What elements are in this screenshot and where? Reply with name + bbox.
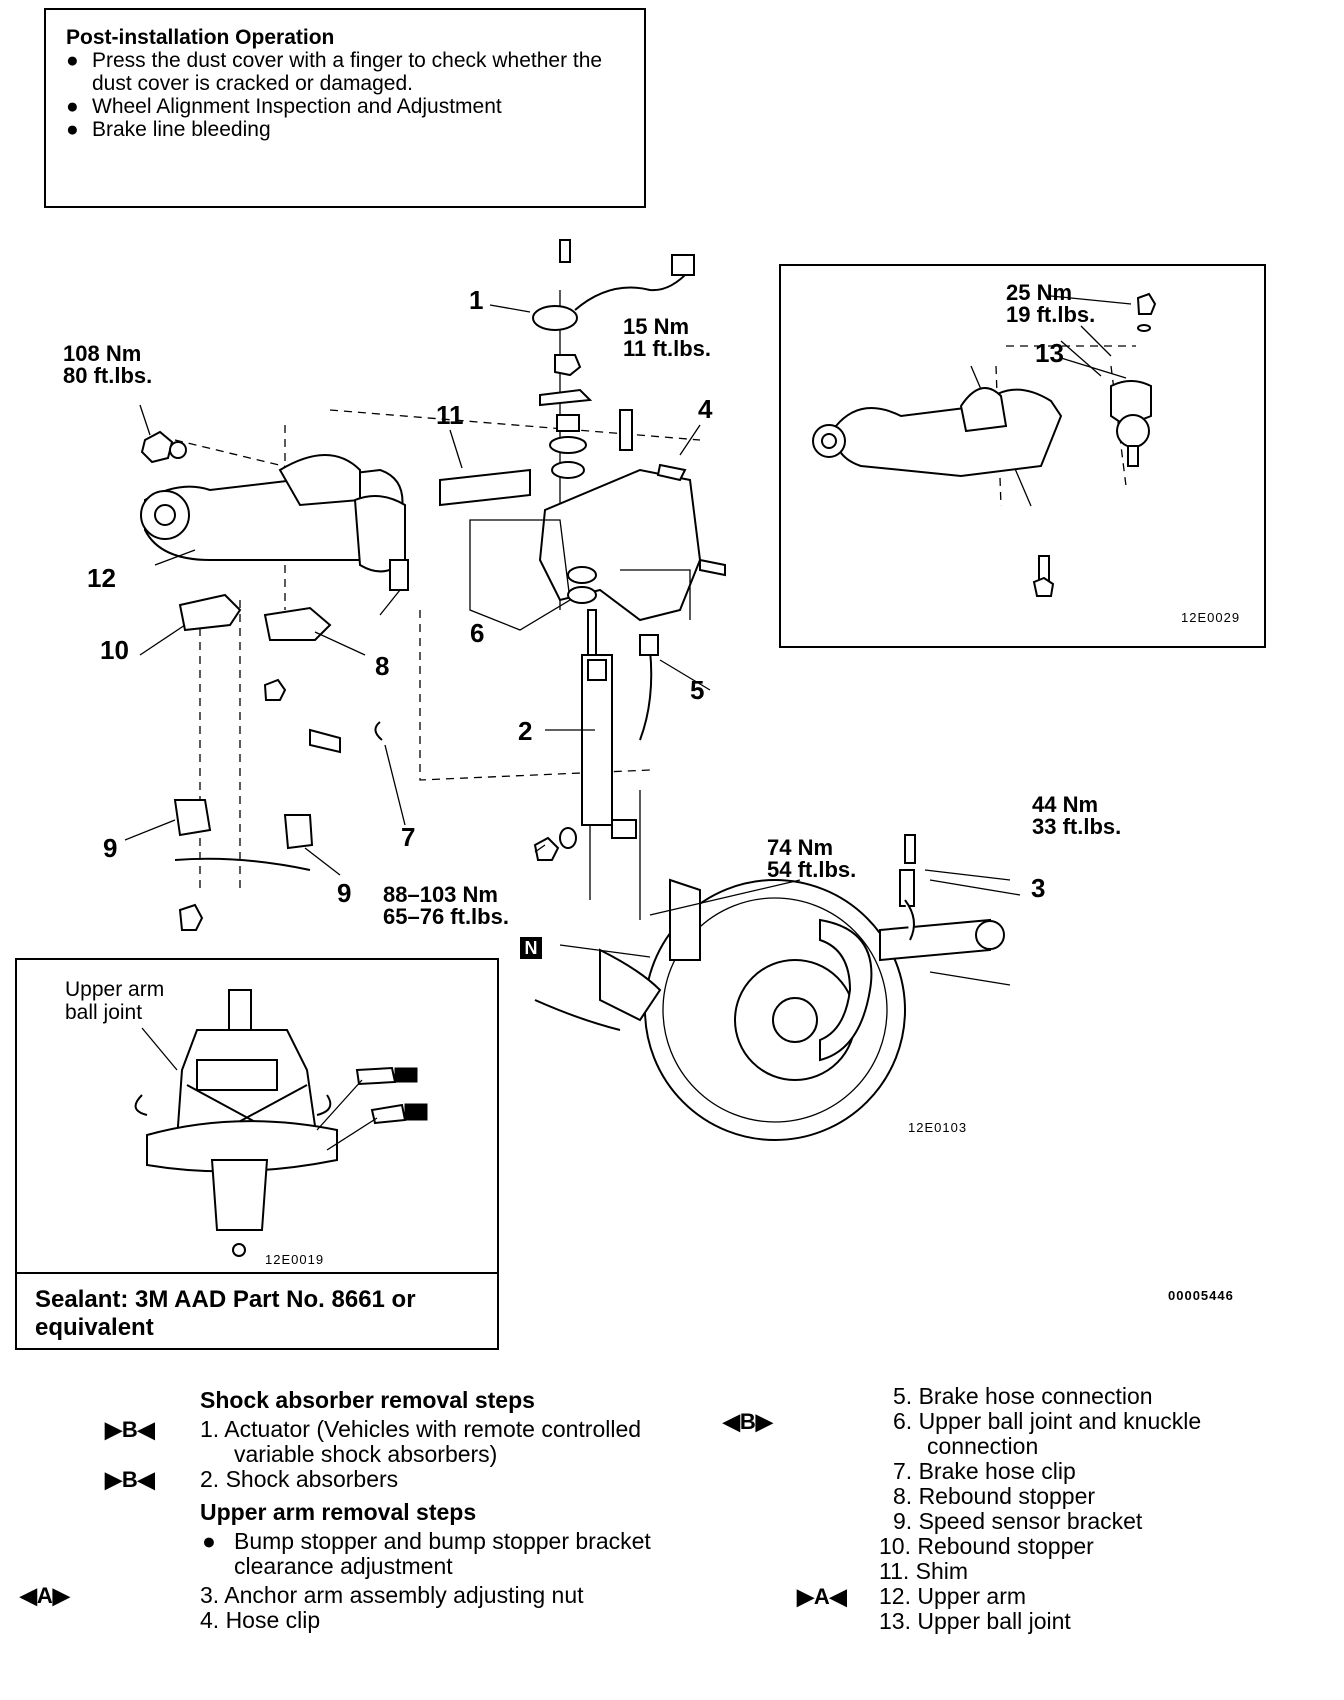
right-step: ▶A◀12. Upper arm bbox=[797, 1583, 1027, 1610]
shock-steps-title: Shock absorber removal steps bbox=[200, 1387, 535, 1413]
ball-joint-inset: Upper arm ball joint 12E0019 Sealant: 3M… bbox=[15, 958, 499, 1350]
ball-joint-label: Upper arm ball joint bbox=[65, 978, 165, 1024]
upper-arm-inset-drawing bbox=[812, 292, 1157, 597]
nut-n-symbol: N bbox=[520, 937, 542, 959]
callout-1: 1 bbox=[469, 285, 484, 315]
callout-9-right: 9 bbox=[337, 878, 352, 908]
right-step: 9. Speed sensor bracket bbox=[893, 1508, 1143, 1534]
main-diagram-code: 12E0103 bbox=[908, 1120, 968, 1135]
right-step: 11. Shim bbox=[879, 1558, 969, 1584]
callout-6: 6 bbox=[470, 618, 485, 648]
callout-12: 12 bbox=[87, 563, 116, 593]
post-installation-item: ●Wheel Alignment Inspection and Adjustme… bbox=[66, 95, 502, 118]
ball-joint-inset-drawing bbox=[134, 989, 428, 1257]
callout-9-left: 9 bbox=[103, 833, 118, 863]
post-installation-title: Post-installation Operation bbox=[66, 26, 335, 49]
post-installation-item: ●Press the dust cover with a finger to c… bbox=[66, 49, 603, 95]
step-mark: ▶A◀ bbox=[797, 1584, 847, 1609]
sealant-note: Sealant: 3M AAD Part No. 8661 or equival… bbox=[17, 1272, 497, 1350]
shock-step-2: ▶B◀ 2. Shock absorbers bbox=[105, 1466, 399, 1493]
ball-joint-inset-code: 12E0019 bbox=[265, 1252, 325, 1267]
right-step: 13. Upper ball joint bbox=[879, 1608, 1071, 1634]
right-step: 7. Brake hose clip bbox=[893, 1458, 1076, 1484]
callout-5: 5 bbox=[690, 675, 705, 705]
upper-arm-bullet: ●Bump stopper and bump stopper bracket c… bbox=[202, 1528, 651, 1579]
callout-7: 7 bbox=[401, 822, 416, 852]
callout-13: 13 bbox=[1035, 338, 1064, 368]
upper-arm-step-4: 4. Hose clip bbox=[200, 1607, 321, 1633]
right-step: 8. Rebound stopper bbox=[893, 1483, 1096, 1509]
step-mark: ◀B▶ bbox=[723, 1409, 773, 1434]
upper-arm-step-3: ◀A▶ 3. Anchor arm assembly adjusting nut bbox=[20, 1582, 584, 1609]
callout-4: 4 bbox=[698, 394, 713, 424]
callout-2: 2 bbox=[518, 716, 533, 746]
callout-8: 8 bbox=[375, 651, 390, 681]
callout-10: 10 bbox=[100, 635, 129, 665]
step-mark: ▶B◀ bbox=[105, 1467, 155, 1492]
step-mark: ▶B◀ bbox=[105, 1417, 155, 1442]
step-mark: ◀A▶ bbox=[20, 1583, 70, 1608]
upper-arm-inset-code: 12E0029 bbox=[1181, 610, 1241, 625]
removal-steps-right: 5. Brake hose connection ◀B▶6. Upper bal… bbox=[723, 1383, 1293, 1634]
right-step: 10. Rebound stopper bbox=[879, 1533, 1094, 1559]
shock-step-1: ▶B◀ 1. Actuator (Vehicles with remote co… bbox=[105, 1416, 642, 1467]
callout-3: 3 bbox=[1031, 873, 1046, 903]
figure-number: 00005446 bbox=[1168, 1288, 1234, 1303]
right-step: 5. Brake hose connection bbox=[893, 1383, 1153, 1409]
post-installation-item: ●Brake line bleeding bbox=[66, 118, 271, 141]
right-step: ◀B▶6. Upper ball joint and knuckle conne… bbox=[723, 1408, 1202, 1459]
callout-11: 11 bbox=[436, 400, 464, 430]
post-installation-box: Post-installation Operation ●Press the d… bbox=[44, 8, 646, 208]
upper-arm-steps-title: Upper arm removal steps bbox=[200, 1499, 477, 1525]
removal-steps-left: Shock absorber removal steps ▶B◀ 1. Actu… bbox=[20, 1387, 680, 1633]
